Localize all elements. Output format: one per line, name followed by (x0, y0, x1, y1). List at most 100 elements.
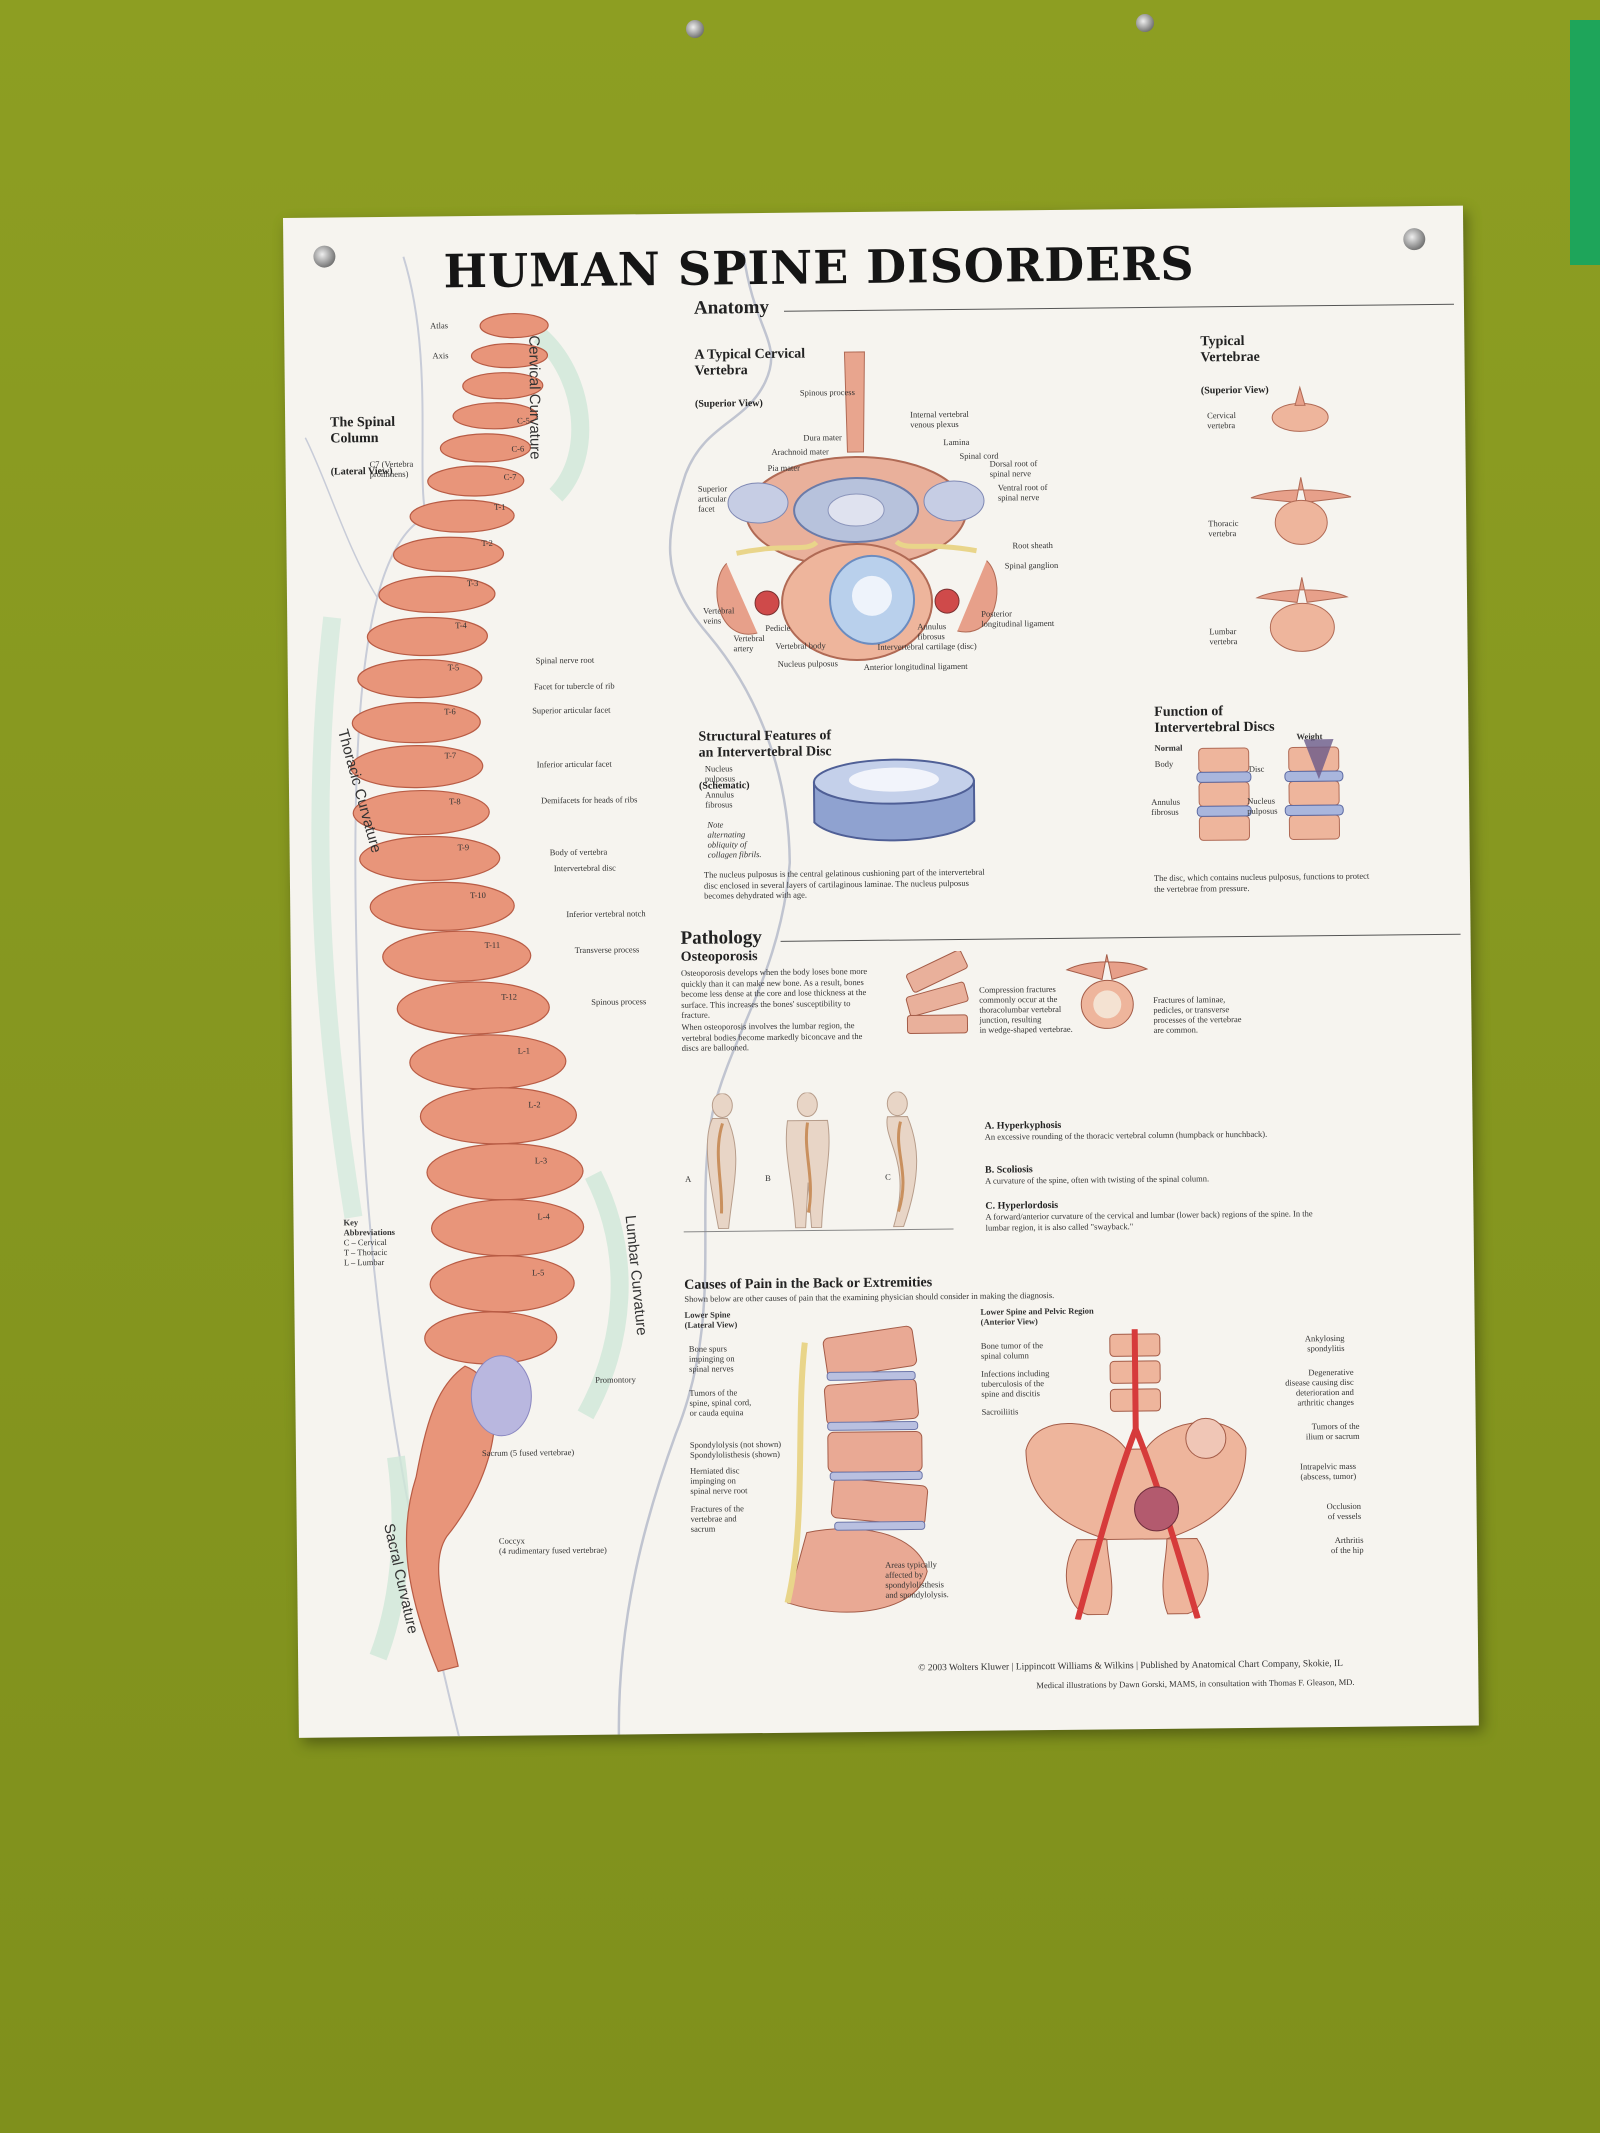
pathology-rule (780, 933, 1461, 942)
callout-disc: Intervertebral disc (553, 862, 616, 874)
lower-spine-label-3: Spondylolysis (not shown) Spondylolisthe… (689, 1438, 782, 1460)
vertebra-label: L-2 (528, 1099, 541, 1110)
lower-spine-label-2: Tumors of the spine, spinal cord, or cau… (689, 1387, 752, 1418)
vertebra-label: L-5 (532, 1267, 545, 1278)
condition-hyperlordosis: C. Hyperlordosis A forward/anterior curv… (985, 1197, 1315, 1232)
callout-c7: C7 (Vertebra prominens) (369, 458, 414, 480)
lbl-cartilage: Intervertebral cartilage (disc) (877, 640, 977, 652)
cervical-curvature-label: Cervical Curvature (525, 335, 544, 460)
key-item: C – Cervical (343, 1236, 387, 1248)
vertebra-label: T-7 (444, 750, 457, 761)
function-annulus: Annulus fibrosus (1151, 796, 1181, 817)
typical-heading-text: Typical Vertebrae (1200, 333, 1260, 366)
structural-nucleus: Nucleus pulposus (704, 763, 736, 784)
vertebra-label: L-3 (534, 1155, 548, 1166)
footer-publisher: © 2003 Wolters Kluwer | Lippincott Willi… (918, 1658, 1343, 1674)
callout-spinous: Spinous process (591, 996, 647, 1007)
lbl-pedicle: Pedicle (765, 622, 791, 633)
lower-spine-illustration (784, 1325, 929, 1613)
typical-vertebrae-illustration (1250, 385, 1352, 652)
pelvic-right-label-1: Ankylosing spondylitis (1304, 1332, 1345, 1354)
disc-schematic-illustration (812, 758, 976, 842)
vertebra-label: T-1 (493, 501, 506, 512)
fractures-laminae-text: Fractures of laminae, pedicles, or trans… (1153, 994, 1242, 1035)
pelvic-left-label-1: Bone tumor of the spinal column (980, 1340, 1043, 1361)
key-heading: Key Abbreviations (343, 1217, 396, 1238)
cervical-vertebra-illustration (716, 351, 998, 662)
callout-demifacets: Demifacets for heads of ribs (541, 794, 638, 806)
lbl-post-lig: Posterior longitudinal ligament (981, 608, 1055, 629)
callout-promontory: Promontory (595, 1374, 636, 1385)
callout-sacrum: Sacrum (5 fused vertebrae) (481, 1447, 575, 1458)
typical-lumbar: Lumbar vertebra (1209, 626, 1238, 647)
lbl-dorsal: Dorsal root of spinal nerve (989, 458, 1038, 479)
key-item: T – Thoracic (343, 1246, 388, 1258)
typical-cervical: Cervical vertebra (1207, 410, 1236, 431)
pelvic-region-illustration (1025, 1329, 1247, 1621)
vertebra-label: T-2 (481, 537, 493, 548)
lbl-spinous: Spinous process (799, 387, 855, 398)
callout-inferior-facet: Inferior articular facet (536, 758, 612, 770)
key-abbreviations: Key Abbreviations C – Cervical T – Thora… (343, 1217, 396, 1268)
pelvic-right-label-2: Degenerative disease causing disc deteri… (1285, 1366, 1354, 1408)
condition-text: An excessive rounding of the thoracic ve… (984, 1128, 1268, 1142)
vertebra-label: T-11 (484, 939, 501, 950)
spine-lateral-illustration (304, 253, 792, 1737)
lbl-pia: Pia mater (767, 462, 801, 473)
figure-letter-c: C (885, 1171, 891, 1182)
footer-credits: Medical illustrations by Dawn Gorski, MA… (1036, 1676, 1355, 1691)
vertebra-label: L-4 (537, 1211, 550, 1222)
lbl-dura: Dura mater (803, 432, 842, 443)
vertebra-label: T-6 (444, 706, 456, 717)
osteoporosis-illustration (905, 949, 1149, 1034)
condition-text: A forward/anterior curvature of the cerv… (985, 1208, 1313, 1233)
vertebra-label: C-5 (517, 415, 530, 426)
vertebra-label: T-5 (447, 662, 460, 673)
callout-superior-facet: Superior articular facet (532, 704, 611, 716)
key-item: L – Lumbar (343, 1256, 385, 1268)
callout-spinal-nerve-root: Spinal nerve root (535, 654, 595, 666)
vertebra-label: L-1 (517, 1045, 531, 1056)
vertebra-label: T-4 (455, 620, 467, 631)
posture-figures-illustration (683, 1091, 954, 1233)
lbl-sup-facet: Superior articular facet (697, 483, 728, 514)
lbl-ganglion: Spinal ganglion (1004, 559, 1059, 571)
figure-letter-b: B (765, 1172, 771, 1184)
lower-spine-areas: Areas typically affected by spondylolist… (885, 1559, 949, 1600)
poster-pin-right (1403, 228, 1426, 251)
function-disc: Disc (1248, 763, 1265, 774)
lbl-artery: Vertebral artery (733, 632, 765, 654)
lbl-ant-lig: Anterior longitudinal ligament (863, 660, 968, 672)
disc-function-illustration (1196, 739, 1344, 841)
lbl-lamina: Lamina (943, 436, 970, 448)
pelvic-right-label-5: Occlusion of vessels (1326, 1500, 1362, 1522)
poster: HUMAN SPINE DISORDERS The Spinal Column … (283, 205, 1479, 1738)
lower-spine-label-5: Fractures of the vertebrae and sacrum (690, 1503, 744, 1534)
wall-tack-right (1136, 14, 1154, 32)
vertebra-label: T-12 (501, 991, 517, 1002)
poster-title: HUMAN SPINE DISORDERS (443, 236, 1195, 299)
lbl-annulus: Annulus fibrosus (917, 621, 947, 642)
vertebra-label: T-9 (457, 842, 470, 853)
pelvic-right-label-6: Arthritis of the hip (1330, 1534, 1364, 1556)
function-nucleus: Nucleus pulposus (1247, 795, 1278, 816)
condition-scoliosis: B. Scoliosis A curvature of the spine, o… (985, 1161, 1315, 1186)
compression-fractures-text: Compression fractures commonly occur at … (979, 983, 1073, 1035)
structural-annulus: Annulus fibrosus (705, 789, 734, 810)
vertebra-label: C-7 (503, 471, 517, 482)
callout-coccyx: Coccyx (4 rudimentary fused vertebrae) (498, 1535, 607, 1556)
lbl-venous: Internal vertebral venous plexus (910, 408, 969, 430)
pathology-heading: Pathology (680, 927, 762, 949)
callout-axis: Axis (432, 350, 449, 361)
lbl-veins: Vertebral veins (703, 605, 735, 626)
function-heading: Function of Intervertebral Discs (1154, 704, 1275, 736)
vertebra-label: C-6 (511, 443, 525, 454)
lbl-nucleus: Nucleus pulposus (777, 658, 838, 669)
lower-spine-label-4: Herniated disc impinging on spinal nerve… (690, 1465, 748, 1496)
pelvic-right-label-3: Tumors of the ilium or sacrum (1305, 1420, 1360, 1442)
callout-body: Body of vertebra (549, 846, 608, 858)
osteoporosis-text-1: Osteoporosis develops when the body lose… (680, 965, 868, 1020)
wall-tack-left (686, 20, 704, 38)
callout-facet-tubercle: Facet for tubercle of rib (533, 680, 615, 692)
